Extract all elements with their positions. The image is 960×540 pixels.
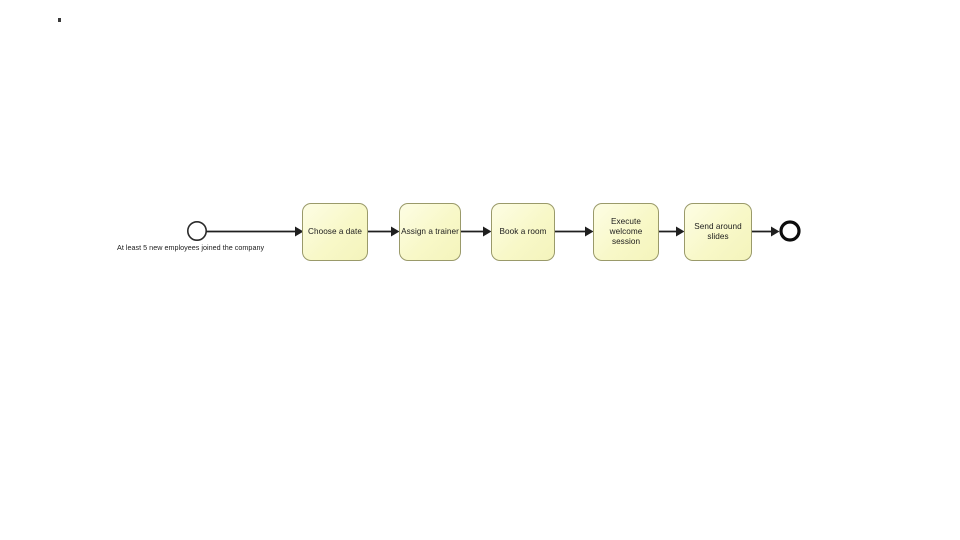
- start-event-label: At least 5 new employees joined the comp…: [117, 243, 265, 252]
- task-execute-welcome-session-label: Execute welcome session: [609, 216, 643, 247]
- sequence-flow-start-to-choose-a-date[interactable]: [206, 226, 304, 237]
- task-execute-welcome-session[interactable]: Execute welcome session: [593, 203, 659, 261]
- sequence-flow-send-around-slides-to-end[interactable]: [752, 226, 780, 237]
- start-event-circle[interactable]: [187, 221, 208, 242]
- task-book-a-room-label: Book a room: [499, 226, 547, 236]
- task-book-a-room[interactable]: Book a room: [491, 203, 555, 261]
- task-assign-a-trainer[interactable]: Assign a trainer: [399, 203, 461, 261]
- task-assign-a-trainer-label: Assign a trainer: [401, 226, 459, 236]
- task-choose-a-date[interactable]: Choose a date: [302, 203, 368, 261]
- sequence-flow-choose-a-date-to-assign-a-trainer[interactable]: [368, 226, 400, 237]
- stray-mark-artifact: [58, 18, 61, 22]
- task-choose-a-date-label: Choose a date: [308, 226, 362, 236]
- sequence-flow-book-a-room-to-execute-welcome-session[interactable]: [555, 226, 594, 237]
- sequence-flow-assign-a-trainer-to-book-a-room[interactable]: [461, 226, 492, 237]
- task-send-around-slides[interactable]: Send around slides: [684, 203, 752, 261]
- sequence-flow-execute-welcome-session-to-send-around-slides[interactable]: [659, 226, 685, 237]
- task-send-around-slides-label: Send around slides: [694, 221, 742, 241]
- end-event-circle[interactable]: [779, 220, 801, 242]
